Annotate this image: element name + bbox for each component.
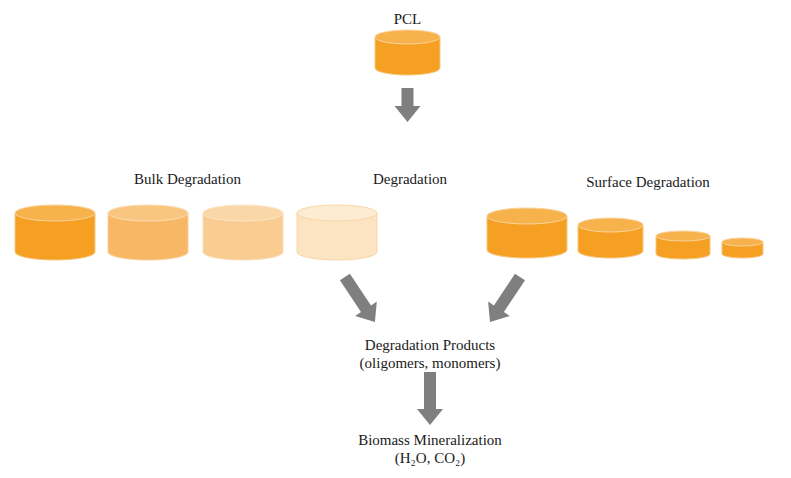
bulk-cylinders: [15, 205, 377, 260]
node-label: Biomass Mineralization (H₂O, CO₂): [340, 431, 520, 467]
surface-cylinders: [487, 208, 763, 259]
node-label: PCL: [370, 10, 445, 28]
block-arrow: [395, 88, 421, 122]
surface-group: Surface Degradation: [480, 165, 770, 277]
node-label: Degradation: [365, 170, 455, 188]
node-label: Degradation Products (oligomers, monomer…: [345, 336, 515, 372]
node-label: Bulk Degradation: [80, 170, 295, 188]
cylinder-top: [297, 205, 377, 221]
mineralization-node: Biomass Mineralization (H₂O, CO₂): [340, 425, 520, 470]
block-arrow: [488, 274, 525, 322]
cylinder-top: [375, 30, 440, 44]
cylinder-top: [722, 238, 763, 246]
cylinder-top: [487, 208, 567, 224]
block-arrow: [417, 372, 443, 425]
cylinder-top: [15, 205, 95, 221]
cylinder-top: [656, 231, 710, 241]
bulk-group: Bulk Degradation: [10, 165, 385, 277]
products-node: Degradation Products (oligomers, monomer…: [345, 322, 515, 372]
node-label: Surface Degradation: [548, 173, 748, 191]
block-arrow: [340, 274, 377, 322]
pcl-cylinder: [375, 30, 440, 75]
cylinder-top: [578, 218, 643, 232]
cylinder-top: [108, 205, 188, 221]
degradation-node: Degradation: [365, 122, 455, 190]
cylinder-top: [203, 205, 283, 221]
pcl-node: PCL: [370, 8, 445, 88]
